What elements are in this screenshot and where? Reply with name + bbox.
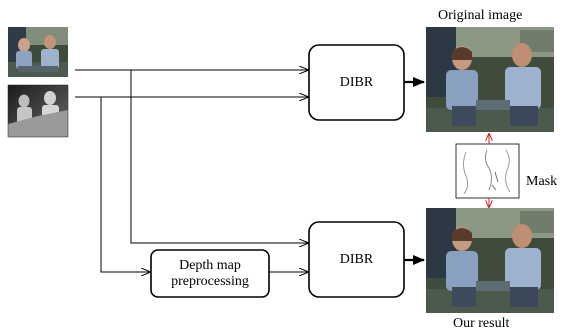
preprocessing-label-line1: Depth map [179, 257, 241, 273]
result-image [426, 208, 554, 313]
dibr-bottom-label: DIBR [339, 251, 374, 267]
mask-label: Mask [526, 174, 558, 189]
our-result-label: Our result [453, 316, 510, 331]
original-image [426, 27, 554, 132]
preprocessing-box [150, 249, 270, 298]
preprocessing-label-line2: preprocessing [171, 273, 249, 289]
connector-lines [75, 70, 308, 272]
mask-image [455, 143, 520, 199]
dibr-top-label: DIBR [339, 74, 374, 90]
original-image-label: Original image [438, 8, 523, 23]
arrow-depth-to-preprocessing [100, 97, 150, 272]
input-color-image [8, 27, 68, 77]
input-depth-image [7, 84, 69, 138]
preprocessing-label: Depth map preprocessing [151, 250, 269, 297]
arrow-color-to-dibr-bottom [130, 70, 308, 243]
